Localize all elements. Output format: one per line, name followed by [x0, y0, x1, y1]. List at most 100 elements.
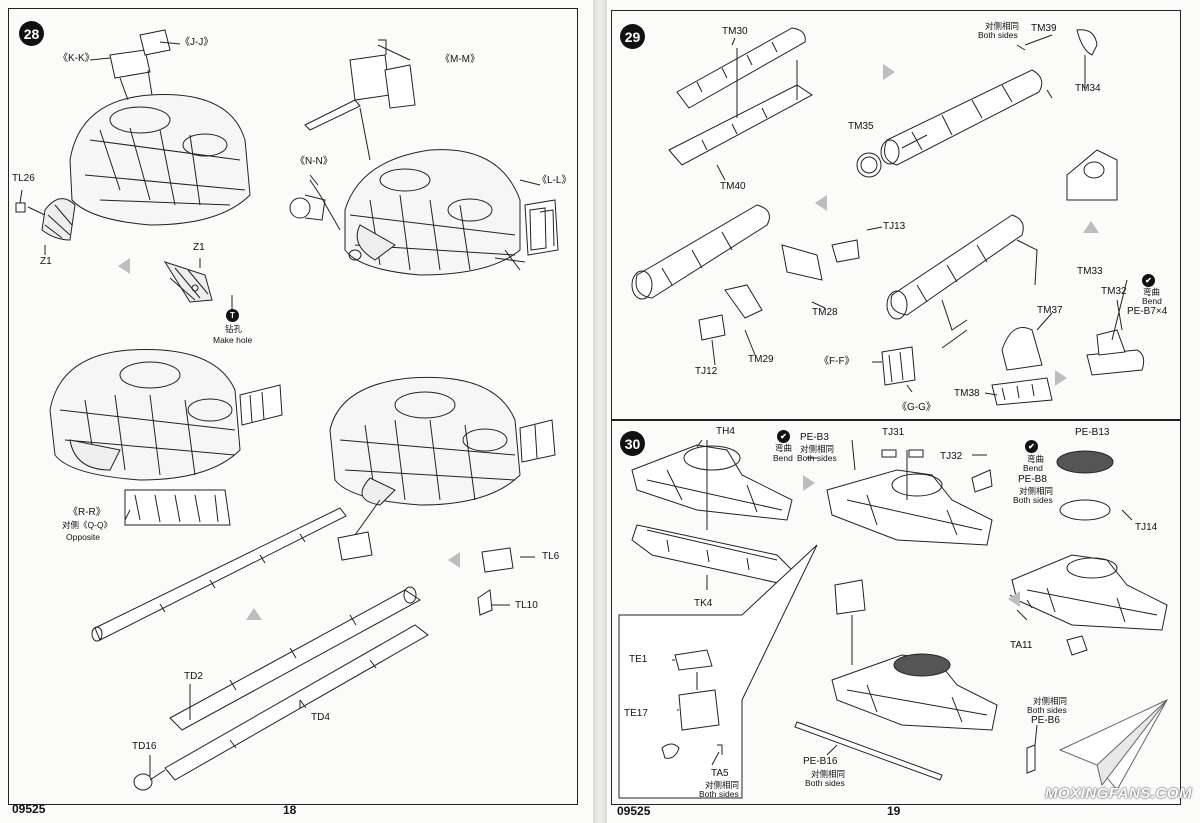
- step-29-drawing: [631, 27, 1145, 406]
- label-ll: 《L-L》: [537, 175, 572, 186]
- left-footer-code: 09525: [12, 802, 46, 816]
- label-pe-b6: PE-B6: [1031, 715, 1060, 726]
- label-tm33: TM33: [1077, 266, 1103, 277]
- arrow-left-2: [448, 552, 460, 568]
- label-te17: TE17: [624, 708, 648, 719]
- right-page: 29 30: [607, 0, 1200, 823]
- label-opposite: Opposite: [66, 532, 101, 542]
- label-tm39-cn: 对侧相同: [985, 21, 1020, 31]
- label-bend2-cn: 弯曲: [1027, 454, 1045, 464]
- right-page-number: 19: [887, 804, 901, 818]
- bend-icon-29: ✔: [1142, 274, 1155, 287]
- label-z1-b: Z1: [193, 242, 205, 253]
- left-page-number: 18: [283, 803, 297, 817]
- label-tm29: TM29: [748, 354, 774, 365]
- step-30-badge: 30: [620, 431, 645, 456]
- paper-plane-logo: [1058, 698, 1169, 791]
- label-tm28: TM28: [812, 307, 838, 318]
- step-28-frame: [8, 8, 578, 805]
- label-ta5: TA5: [711, 768, 729, 779]
- label-pe-b6-cn: 对侧相同: [1033, 696, 1068, 706]
- arrow-up-1: [246, 608, 262, 620]
- step-28-arrows: [118, 258, 460, 620]
- label-pe-b16-cn: 对侧相同: [811, 769, 846, 779]
- label-te1: TE1: [629, 654, 648, 665]
- label-ta11: TA11: [1010, 640, 1033, 651]
- label-tm39: TM39: [1031, 23, 1057, 34]
- label-pe-b8: PE-B8: [1018, 474, 1047, 485]
- label-ta5-en: Both sides: [699, 789, 739, 799]
- label-tj13: TJ13: [883, 221, 906, 232]
- label-nn: 《N-N》: [295, 156, 333, 167]
- label-tm30: TM30: [722, 26, 748, 37]
- label-rr: 《R-R》: [68, 507, 106, 518]
- right-footer-code: 09525: [617, 804, 651, 818]
- label-bend-en-29: Bend: [1142, 296, 1162, 306]
- label-th4: TH4: [716, 426, 735, 437]
- label-pe-b8-en: Both sides: [1013, 495, 1053, 505]
- label-tl10: TL10: [515, 600, 538, 611]
- label-tm32: TM32: [1101, 286, 1127, 297]
- label-mm: 《M-M》: [440, 54, 480, 65]
- label-td4: TD4: [311, 712, 330, 723]
- label-bend-cn-30: 弯曲: [775, 443, 793, 453]
- label-pe-b6-en: Both sides: [1027, 705, 1067, 715]
- label-bend-en-30: Bend: [773, 453, 793, 463]
- label-gg: 《G-G》: [897, 402, 936, 413]
- step-29-arrows: [815, 64, 1099, 386]
- label-tj32: TJ32: [940, 451, 963, 462]
- step-28-drawing: [15, 29, 559, 791]
- label-pe-b8-cn: 对侧相同: [1019, 486, 1054, 496]
- label-tj12: TJ12: [695, 366, 718, 377]
- arrow-left-30: [1008, 591, 1020, 607]
- drill-label-cn: 钻孔: [225, 324, 243, 334]
- label-pe-b16-en: Both sides: [805, 778, 845, 788]
- step-28-badge: 28: [19, 21, 44, 46]
- label-bend2-en: Bend: [1023, 463, 1043, 473]
- arrow-left-1: [118, 258, 130, 274]
- label-tm35: TM35: [848, 121, 874, 132]
- label-tm34: TM34: [1075, 83, 1101, 94]
- arrow-right-29-1: [883, 64, 895, 80]
- step-29-frame: [611, 10, 1181, 420]
- arrow-left-29: [815, 195, 827, 211]
- left-page: 28: [0, 0, 593, 823]
- spine-gutter: [593, 0, 607, 823]
- label-kk: 《K-K》: [58, 53, 95, 64]
- drill-icon: T: [226, 309, 239, 322]
- label-pe-b3-en: Both sides: [797, 453, 837, 463]
- step-30-arrows: [803, 475, 1020, 607]
- label-ta5-cn: 对侧相同: [705, 780, 740, 790]
- label-td16: TD16: [132, 741, 157, 752]
- arrow-right-29-2: [1055, 370, 1067, 386]
- label-tm38: TM38: [954, 388, 980, 399]
- label-tm37: TM37: [1037, 305, 1063, 316]
- label-tm39-en: Both sides: [978, 30, 1018, 40]
- label-pe-b13: PE-B13: [1075, 427, 1110, 438]
- label-pe-b3-cn: 对侧相同: [800, 444, 835, 454]
- drill-label-en: Make hole: [213, 335, 253, 345]
- label-tm40: TM40: [720, 181, 746, 192]
- label-z1-a: Z1: [40, 256, 52, 267]
- label-td2: TD2: [184, 671, 203, 682]
- label-bend-cn-29: 弯曲: [1143, 287, 1161, 297]
- label-tl6: TL6: [542, 551, 560, 562]
- label-ff: 《F-F》: [819, 356, 855, 367]
- label-pe-b16: PE-B16: [803, 756, 838, 767]
- label-tj31: TJ31: [882, 427, 905, 438]
- label-tk4: TK4: [694, 598, 713, 609]
- step-30-frame: [611, 420, 1181, 805]
- arrow-up-29: [1083, 221, 1099, 233]
- label-pe-b7: PE-B7×4: [1127, 306, 1168, 317]
- step-29-badge: 29: [620, 24, 645, 49]
- bend-icon-30: ✔: [777, 430, 790, 443]
- label-tl26: TL26: [12, 173, 35, 184]
- label-qq: 对侧《Q-Q》: [62, 520, 113, 530]
- bend-icon-30b: ✔: [1025, 440, 1038, 453]
- label-jj: 《J-J》: [180, 37, 214, 48]
- arrow-right-30: [803, 475, 815, 491]
- watermark-text: MOXINGFANS.COM: [1045, 785, 1193, 802]
- label-tj14: TJ14: [1135, 522, 1158, 533]
- label-pe-b3: PE-B3: [800, 432, 829, 443]
